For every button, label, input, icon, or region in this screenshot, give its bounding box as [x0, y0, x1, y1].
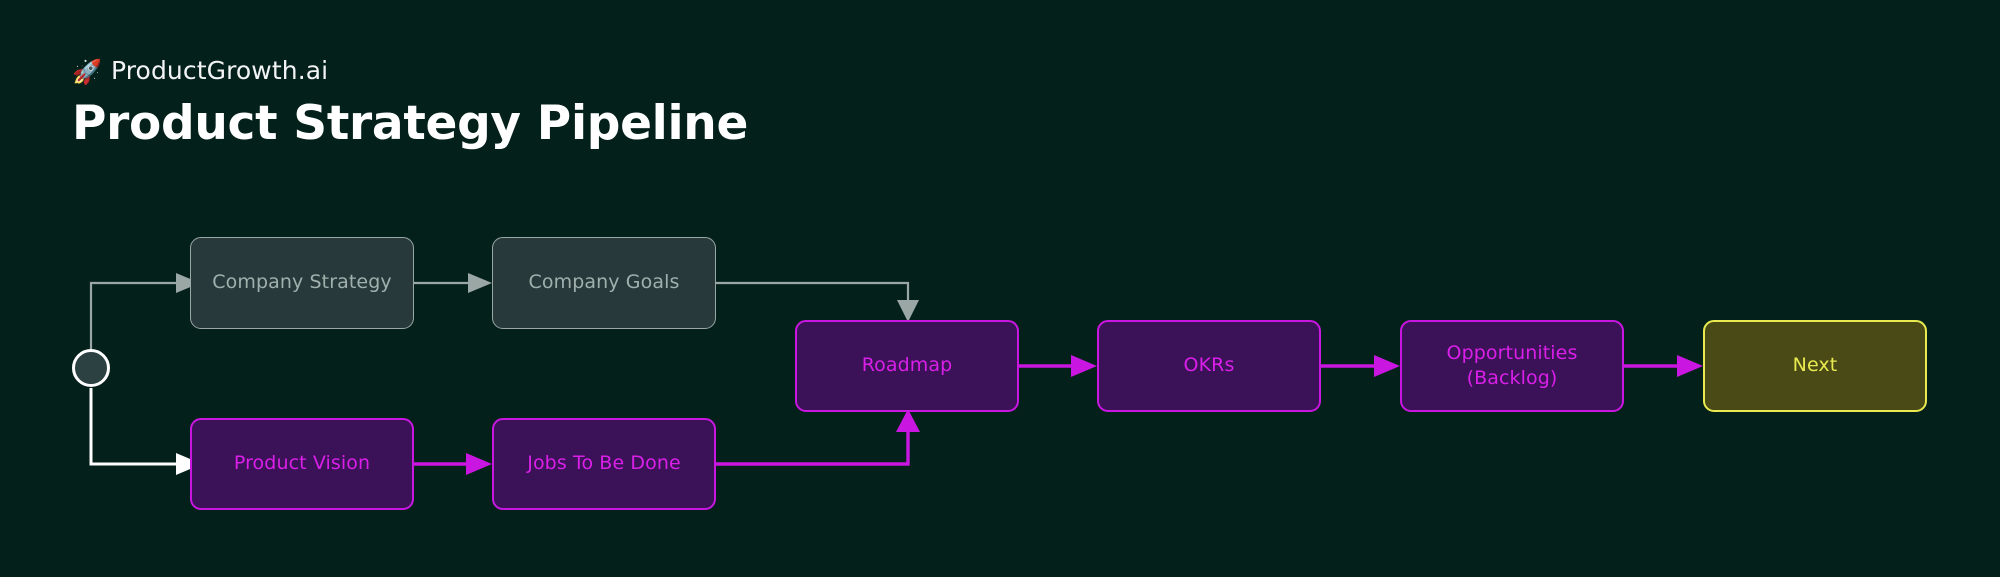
- node-next[interactable]: Next: [1703, 320, 1927, 412]
- edge-okrs-to-opportunities: [1321, 355, 1400, 377]
- node-label: Opportunities (Backlog): [1447, 341, 1578, 392]
- edge-opportunities-to-next: [1624, 355, 1703, 377]
- node-label: Jobs To Be Done: [527, 452, 681, 475]
- node-label: Product Vision: [233, 452, 371, 475]
- node-jobs-to-be-done[interactable]: Jobs To Be Done: [492, 418, 716, 510]
- node-label-line-2: (Backlog): [1466, 367, 1558, 389]
- node-product-vision[interactable]: Product Vision: [190, 418, 414, 510]
- node-label: Roadmap: [861, 354, 953, 377]
- edge-start-to-company-strategy: [89, 273, 200, 350]
- brand-name: ProductGrowth.ai: [110, 56, 329, 85]
- edge-company-goals-to-roadmap: [716, 281, 919, 322]
- node-roadmap[interactable]: Roadmap: [795, 320, 1019, 412]
- page-title: Product Strategy Pipeline: [72, 96, 749, 151]
- rocket-icon: 🚀: [72, 57, 102, 86]
- edge-roadmap-to-okrs: [1019, 355, 1097, 377]
- node-label-line-1: Opportunities: [1446, 341, 1578, 364]
- node-label: Next: [1792, 354, 1838, 377]
- brand: 🚀 ProductGrowth.ai: [72, 56, 748, 86]
- edge-company-strategy-to-company-goals: [414, 273, 492, 293]
- node-okrs[interactable]: OKRs: [1097, 320, 1321, 412]
- node-label: OKRs: [1183, 354, 1235, 377]
- node-company-strategy[interactable]: Company Strategy: [190, 237, 414, 329]
- edge-jobs-to-be-done-to-roadmap: [716, 409, 920, 466]
- start-node[interactable]: [72, 349, 110, 387]
- node-label: Company Strategy: [212, 271, 392, 294]
- node-label: Company Goals: [528, 271, 680, 294]
- edge-start-to-product-vision: [89, 388, 202, 475]
- node-company-goals[interactable]: Company Goals: [492, 237, 716, 329]
- node-opportunities-backlog[interactable]: Opportunities (Backlog): [1400, 320, 1624, 412]
- page-header: 🚀 ProductGrowth.ai Product Strategy Pipe…: [72, 58, 748, 149]
- edge-product-vision-to-jobs-to-be-done: [414, 453, 492, 475]
